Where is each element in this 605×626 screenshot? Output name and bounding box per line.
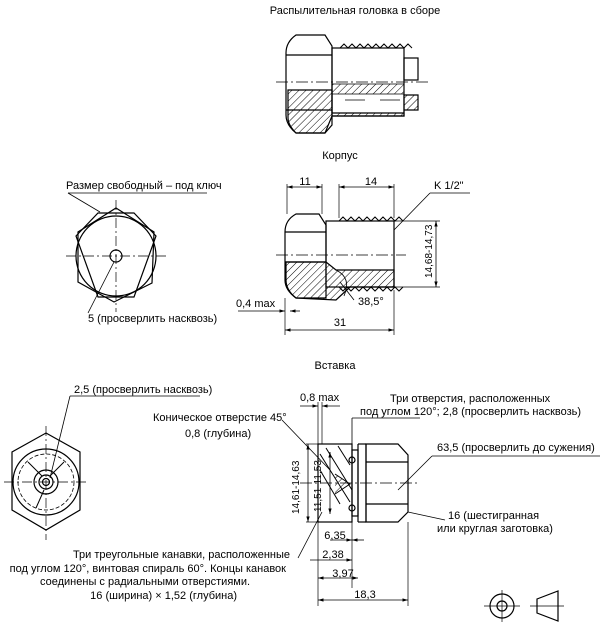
dim-angle: 38,5° [358,296,384,308]
insert-hex-view [4,395,200,540]
label-blank-2: или круглая заготовка) [437,523,553,535]
dim-14: 14 [364,176,378,188]
label-wrench-size: Размер свободный – под ключ [66,180,222,192]
dim-183: 18,3 [354,589,376,601]
title-body: Корпус [322,150,358,162]
label-depth-08: 0,8 (глубина) [185,428,252,440]
body-hex-view [66,192,207,314]
dim-635: 6,35 [324,530,346,542]
dim-insert-inner: 11,51-11,53 [313,460,324,512]
title-assembly: Распылительная головка в сборе [269,5,441,17]
assembly-view [276,34,428,134]
label-grooves-4: 16 (ширина) × 1,52 (глубина) [90,590,237,602]
label-holes-2: под углом 120°; 2,8 (просверлить насквоз… [360,406,582,418]
label-drill-5: 5 (просверлить насквозь) [88,313,218,325]
label-grooves-1: Три треугольные канавки, расположенные [72,549,290,561]
insert-side-view [281,402,600,606]
label-drill-635: 63,5 (просверлить до сужения) [437,442,595,454]
label-holes-1: Три отверстия, расположенных [390,393,551,405]
dim-31: 31 [333,317,347,329]
label-grooves-3: соединены с радиальными отверстиями. [40,576,251,588]
title-insert: Вставка [314,360,356,372]
dim-11: 11 [299,176,311,188]
dim-397: 3,97 [332,568,354,580]
label-cone-hole: Коническое отверстие 45° [153,412,287,424]
dim-insert-outer: 14,61-14,63 [291,460,302,514]
label-thread: K 1/2" [434,180,464,192]
dim-gap-08: 0,8 max [300,392,340,404]
label-blank-1: 16 (шестигранная [448,510,540,522]
dim-body-diameter: 14,68-14,73 [424,224,435,278]
dim-gap-04: 0,4 max [236,298,276,310]
body-section-view [238,184,470,335]
label-grooves-2: под углом 120°, винтовая спираль 60°. Ко… [9,563,286,575]
label-drill-25: 2,5 (просверлить насквозь) [74,384,213,396]
projection-symbol [484,590,564,622]
dim-238: 2,38 [322,549,344,561]
